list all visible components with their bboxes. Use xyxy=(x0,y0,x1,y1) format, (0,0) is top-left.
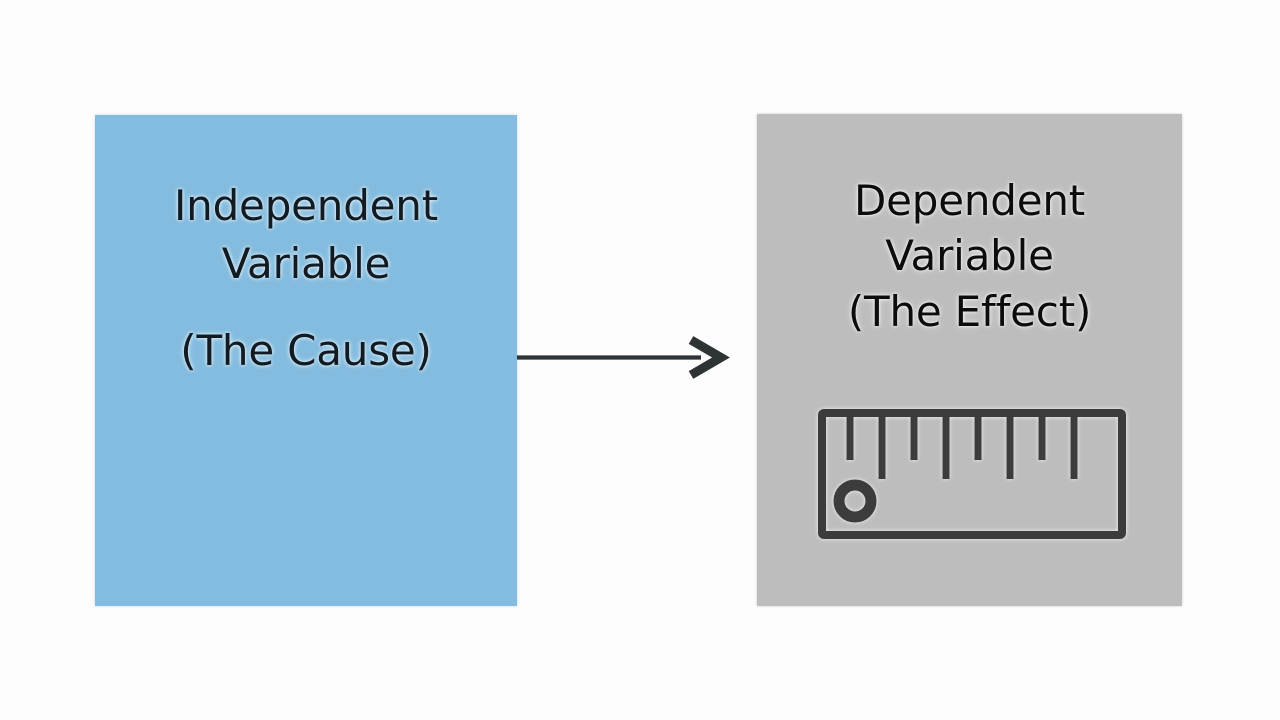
independent-variable-line-2: Variable xyxy=(221,238,391,288)
ruler-icon xyxy=(818,409,1126,539)
causal-arrow-icon xyxy=(517,336,730,379)
independent-variable-line-3: (The Cause) xyxy=(180,326,432,376)
ruler-hole-icon xyxy=(833,479,877,523)
independent-variable-box[interactable]: Independent Variable (The Cause) xyxy=(95,115,517,606)
dependent-variable-line-3: (The Effect) xyxy=(847,287,1092,337)
independent-variable-text-block: Independent Variable (The Cause) xyxy=(95,177,517,380)
dependent-variable-line-1: Dependent xyxy=(853,176,1086,225)
ruler-ticks xyxy=(846,417,1078,479)
independent-variable-line-1: Independent xyxy=(173,181,438,230)
dependent-variable-box[interactable]: Dependent Variable (The Effect) xyxy=(757,114,1182,606)
arrow-head xyxy=(688,336,730,379)
dependent-variable-line-2: Variable xyxy=(885,230,1054,280)
ruler-body xyxy=(818,409,1126,539)
dependent-variable-text-block: Dependent Variable (The Effect) xyxy=(757,174,1182,340)
